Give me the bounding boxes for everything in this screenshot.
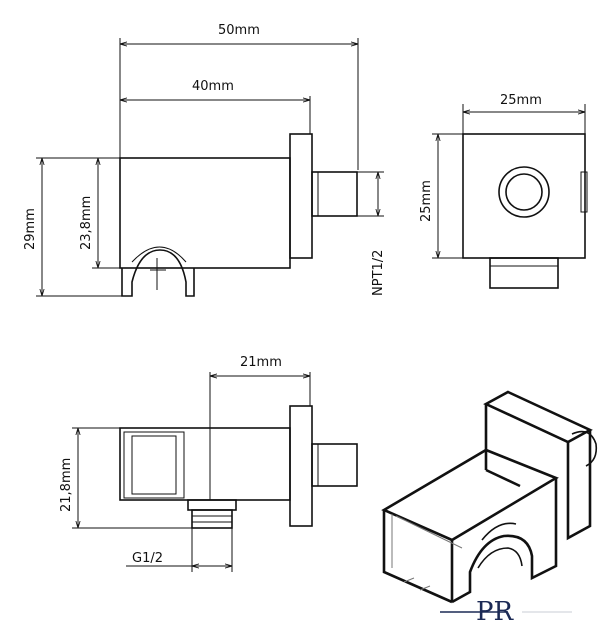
isometric-view — [381, 390, 598, 604]
dim-g-1-2: G1/2 — [132, 551, 163, 566]
dim-40mm: 40mm — [192, 79, 234, 94]
dim-21-8mm: 21,8mm — [59, 458, 74, 512]
brand-logo: PR — [440, 597, 572, 627]
dim-29mm: 29mm — [23, 208, 38, 250]
dim-23-8mm: 23,8mm — [79, 196, 94, 250]
dim-50mm: 50mm — [218, 23, 260, 38]
dim-25mm-width: 25mm — [500, 93, 542, 108]
dim-25mm-height: 25mm — [419, 180, 434, 222]
bottom-view: 21mm 21,8mm G1/2 — [59, 355, 358, 572]
side-view: 50mm 40mm 29mm 23,8mm NPT1/2 — [23, 23, 386, 297]
dim-21mm: 21mm — [240, 355, 282, 370]
front-view: 25mm 25mm — [419, 93, 588, 289]
dim-npt-1-2: NPT1/2 — [371, 250, 386, 296]
logo-mark: PR — [476, 597, 514, 627]
